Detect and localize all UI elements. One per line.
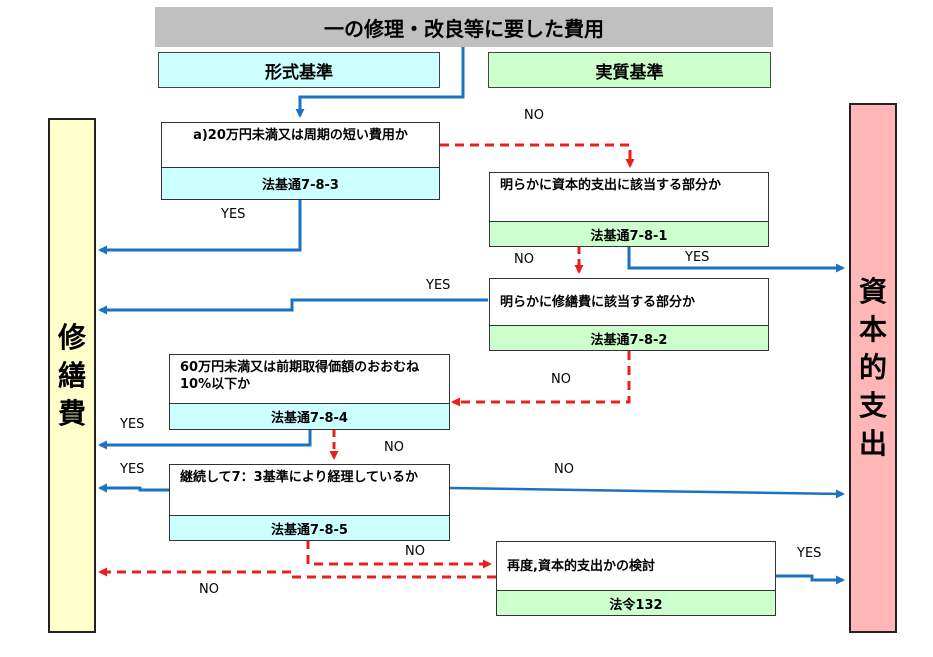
label-b5-to-b6-no: NO xyxy=(405,544,425,559)
question-box-4: 60万円未満又は前期取得価額のおおむね10%以下か xyxy=(169,354,450,404)
ref-box-2: 法基通7-8-1 xyxy=(489,221,769,247)
page-title: 一の修理・改良等に要した費用 xyxy=(155,7,773,47)
label-b1-no: NO xyxy=(524,108,544,123)
ref-box-3: 法基通7-8-2 xyxy=(489,325,769,351)
arrow-b3-no xyxy=(451,351,631,407)
arrow-b2-yes xyxy=(627,247,845,273)
outcome-char: 本 xyxy=(858,313,887,346)
ref-box-4: 法基通7-8-4 xyxy=(169,403,450,430)
outcome-char: 費 xyxy=(57,396,86,430)
label-b2-yes: YES xyxy=(685,250,710,265)
outcome-char: 支 xyxy=(858,389,887,422)
arrow-title-to-b1 xyxy=(295,47,465,118)
arrow-b6-yes xyxy=(776,574,845,585)
outcome-char: 修 xyxy=(57,320,86,354)
arrow-b4-yes xyxy=(98,428,312,450)
question-box-1: a)20万円未満又は周期の短い費用か xyxy=(161,122,440,168)
outcome-char: 資 xyxy=(858,275,887,308)
repair-cost-outcome: 修 繕 費 xyxy=(48,118,96,633)
label-b2-no: NO xyxy=(514,252,534,267)
substantive-criteria-header: 実質基準 xyxy=(488,52,771,88)
label-b1-yes: YES xyxy=(221,207,246,222)
question-box-5: 継続して7：3基準により経理しているか xyxy=(169,464,450,516)
formal-criteria-header: 形式基準 xyxy=(158,52,440,88)
label-b4-yes: YES xyxy=(120,417,145,432)
label-b5-yes: YES xyxy=(120,462,145,477)
question-box-3: 明らかに修繕費に該当する部分か xyxy=(489,278,769,326)
label-b6-yes: YES xyxy=(797,546,822,561)
arrow-b5-yes xyxy=(98,483,169,493)
arrow-b5-no xyxy=(449,486,845,499)
label-b6-no: NO xyxy=(199,582,219,597)
question-box-6: 再度,資本的支出かの検討 xyxy=(496,541,776,591)
outcome-char: 出 xyxy=(858,427,887,460)
label-b4-no: NO xyxy=(384,440,404,455)
arrow-b6-no xyxy=(98,567,496,579)
arrow-b3-yes xyxy=(98,298,488,315)
ref-box-6: 法令132 xyxy=(496,590,776,616)
label-b5-no: NO xyxy=(554,462,574,477)
ref-box-1: 法基通7-8-3 xyxy=(161,167,440,200)
capital-expenditure-outcome: 資 本 的 支 出 xyxy=(849,103,897,633)
outcome-char: 繕 xyxy=(57,358,86,392)
arrow-b1-yes xyxy=(98,200,302,255)
outcome-char: 的 xyxy=(858,351,887,384)
label-b3-no: NO xyxy=(551,372,571,387)
question-box-2: 明らかに資本的支出に該当する部分か xyxy=(489,172,769,222)
ref-box-5: 法基通7-8-5 xyxy=(169,515,450,541)
arrow-b1-no xyxy=(440,143,635,168)
arrow-b5-to-b6 xyxy=(306,540,492,569)
label-b3-yes: YES xyxy=(426,278,451,293)
